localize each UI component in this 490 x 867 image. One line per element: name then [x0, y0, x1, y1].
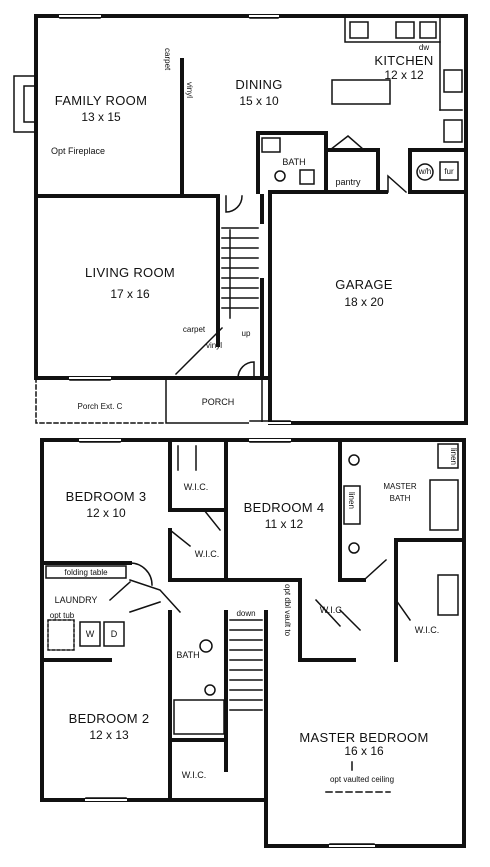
porch-label: PORCH [201, 397, 235, 407]
fireplace-note: Opt Fireplace [50, 146, 106, 156]
stair-up-label: up [241, 329, 251, 338]
pantry-label: pantry [335, 177, 361, 187]
linen-closet-1: linen [347, 492, 356, 509]
kitchen-size: 12 x 12 [384, 68, 424, 82]
living-room-size: 17 x 16 [110, 287, 150, 301]
linen-closet-2: linen [449, 448, 458, 465]
laundry-label: LAUNDRY [54, 595, 98, 605]
stair-down-label: down [236, 609, 256, 618]
washer-label: W [85, 629, 95, 639]
master-bath-label-2: BATH [389, 494, 411, 503]
bedroom4-label: BEDROOM 4 [243, 500, 325, 515]
dishwasher-label: dw [418, 43, 430, 52]
lower-floor-details [45, 439, 459, 847]
carpet-vinyl-note-2: vinyl [185, 82, 194, 99]
vaulted-ceiling-note: opt vaulted ceiling [329, 775, 395, 784]
upper-floor-details [13, 15, 463, 424]
dining-size: 15 x 10 [239, 94, 279, 108]
folding-table-label: folding table [64, 568, 108, 577]
bath-label-upper: BATH [282, 157, 306, 167]
dryer-label: D [110, 629, 118, 639]
bedroom3-size: 12 x 10 [86, 506, 126, 520]
master-bedroom-size: 16 x 16 [344, 744, 384, 758]
garage-label: GARAGE [335, 277, 393, 292]
walk-in-closet-5: W.I.C. [181, 770, 207, 780]
bedroom2-label: BEDROOM 2 [68, 711, 150, 726]
opt-double-vault-note: opt dbl vault to [283, 584, 292, 637]
furnace-label: fur [444, 167, 454, 176]
bedroom2-size: 12 x 13 [89, 728, 129, 742]
bath-label-lower: BATH [176, 650, 200, 660]
stair-carpet-note: carpet [182, 325, 206, 334]
walk-in-closet-4: W.I.C. [414, 625, 440, 635]
kitchen-label: KITCHEN [374, 53, 434, 68]
master-bath-label: MASTER [383, 482, 417, 491]
dining-label: DINING [235, 77, 283, 92]
walk-in-closet-2: W.I.C. [194, 549, 220, 559]
walk-in-closet-1: W.I.C. [183, 482, 209, 492]
living-room-label: LIVING ROOM [85, 265, 175, 280]
family-room-label: FAMILY ROOM [54, 93, 148, 108]
porch-extension-label: Porch Ext. C [77, 402, 123, 411]
garage-size: 18 x 20 [344, 295, 384, 309]
stair-vinyl-note: vinyl [205, 341, 223, 350]
opt-tub-label: opt tub [49, 611, 75, 620]
master-bedroom-label: MASTER BEDROOM [299, 730, 429, 745]
bedroom3-label: BEDROOM 3 [65, 489, 147, 504]
carpet-vinyl-note-1: carpet [163, 48, 172, 71]
walk-in-closet-3: W.I.C. [319, 605, 345, 615]
bedroom4-size: 11 x 12 [264, 517, 304, 531]
water-heater-label: w/h [418, 167, 432, 176]
family-room-size: 13 x 15 [81, 110, 121, 124]
